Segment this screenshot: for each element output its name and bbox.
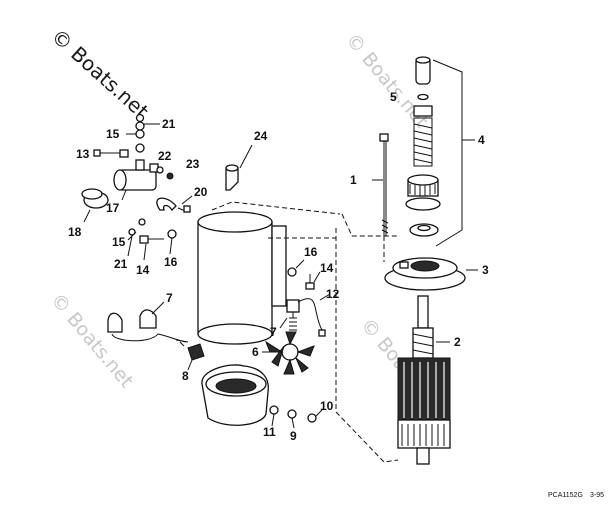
part-22-washer [156, 166, 164, 174]
leader-16-left [169, 237, 173, 255]
part-7-brush-set-left [107, 309, 189, 347]
assembly-line-top [341, 213, 398, 237]
callout-17: 17 [106, 201, 120, 215]
part-4-spring [413, 105, 433, 167]
callout-7-left: 7 [166, 291, 173, 305]
callout-13: 13 [76, 147, 90, 161]
part-20-strap [156, 197, 177, 212]
part-12-terminal [318, 329, 326, 337]
part-3-end-cap [384, 257, 466, 291]
part-23-nut [166, 172, 174, 180]
part-11-washer [269, 405, 279, 415]
callout-16-left: 16 [164, 255, 178, 269]
leader-24 [239, 144, 253, 169]
part-4-collar [409, 223, 439, 237]
svg-text:© Boats.net: © Boats.net [47, 24, 154, 124]
callout-4: 4 [478, 133, 485, 147]
callout-12: 12 [326, 287, 340, 301]
svg-text:© Boats.net: © Boats.net [46, 289, 137, 392]
callout-21-lower: 21 [114, 257, 128, 271]
leader-18 [83, 209, 91, 223]
callout-3: 3 [482, 263, 489, 277]
part-1-through-bolt [379, 133, 389, 236]
watermark-light-left: © Boats.net [46, 289, 137, 392]
leader-17 [121, 189, 127, 201]
callout-22: 22 [158, 149, 172, 163]
leader-12 [319, 293, 331, 301]
starter-frame [197, 201, 341, 345]
callout-5: 5 [390, 90, 397, 104]
leader-7-left [151, 301, 165, 315]
part-15-washer-top [135, 129, 145, 139]
callout-20: 20 [194, 185, 208, 199]
callout-2: 2 [454, 335, 461, 349]
part-9-washer [287, 409, 297, 419]
part-21-nut-lower [128, 228, 136, 236]
part-15-washer-mid [135, 143, 145, 153]
part-21-nut-top-b [135, 113, 145, 123]
leader-21-lower [127, 235, 133, 257]
part-16-washer-right [287, 267, 297, 277]
leader-10 [315, 409, 323, 417]
part-18-boot [81, 188, 109, 209]
part-14-bolt-left [139, 235, 164, 244]
footer-code: PCA1152G [548, 492, 583, 499]
callout-bracket-4 [432, 59, 463, 247]
callout-24: 24 [254, 129, 268, 143]
callout-10: 10 [320, 399, 334, 413]
leader-11 [271, 413, 275, 427]
leader-20 [181, 195, 193, 205]
callout-14-left: 14 [136, 263, 150, 277]
part-5-ring [417, 93, 429, 101]
callout-21-top: 21 [162, 117, 176, 131]
leader-16-right [295, 259, 305, 269]
part-14-screw-right [305, 274, 315, 290]
leader-14-right [313, 271, 321, 283]
watermark-dark: © Boats.net [47, 24, 154, 124]
part-10-nut [307, 413, 317, 423]
callout-15-lower: 15 [112, 235, 126, 249]
part-24-elbow [225, 164, 239, 191]
part-15-washer-lower [138, 218, 146, 226]
leader-9 [291, 417, 295, 429]
part-2-armature [397, 295, 451, 465]
part-7-brush-right [286, 299, 300, 331]
part-12-wire [297, 298, 323, 331]
callout-14-right: 14 [320, 261, 334, 275]
callout-23: 23 [186, 157, 200, 171]
callout-15-top: 15 [106, 127, 120, 141]
callout-16-right: 16 [304, 245, 318, 259]
drive-end-housing [201, 364, 269, 426]
part-5-cap [415, 56, 431, 85]
part-20-screw [177, 205, 191, 213]
callout-11: 11 [263, 425, 276, 439]
part-13-bolt [93, 149, 129, 158]
callout-6: 6 [252, 345, 259, 359]
part-8-terminal [187, 343, 205, 361]
part-17-solenoid [113, 159, 159, 191]
part-21-nut-top-a [135, 121, 145, 131]
callout-18: 18 [68, 225, 82, 239]
leader-8 [187, 359, 193, 371]
callout-9: 9 [290, 429, 297, 443]
callout-8: 8 [182, 369, 189, 383]
callout-7-right: 7 [270, 325, 277, 339]
part-4-drive-gear [405, 174, 441, 211]
leader-14-left [143, 243, 147, 261]
leader-7-right [279, 317, 288, 329]
callout-1: 1 [350, 173, 357, 187]
part-16-washer-left [167, 229, 177, 239]
assembly-line-main [335, 228, 399, 463]
footer-date: 3-95 [590, 492, 604, 499]
